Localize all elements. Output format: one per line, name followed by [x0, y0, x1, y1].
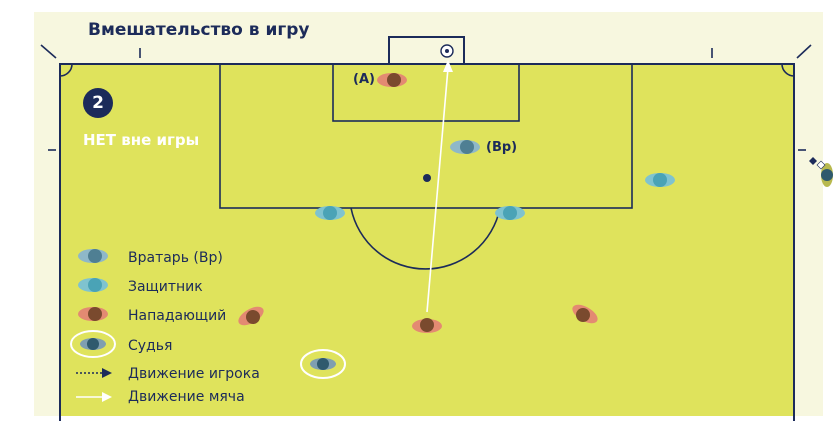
diagram-title: Вмешательство в игру: [88, 20, 310, 40]
corner-arc-right: [781, 63, 795, 77]
legend-label: Судья: [128, 338, 173, 354]
verdict-rest: вне игры: [116, 131, 200, 149]
legend-item: Защитник: [70, 278, 270, 298]
attacker-player: [572, 304, 598, 324]
goal-area: [332, 63, 520, 122]
legend-defender-icon: [78, 278, 108, 292]
legend-label: Нападающий: [128, 308, 227, 324]
legend-label: Защитник: [128, 279, 203, 295]
attacker-player: [238, 306, 264, 326]
corner-arc-left: [59, 63, 73, 77]
legend-dashed-arrow-icon: [76, 368, 112, 378]
legend-referee-icon: [70, 330, 116, 358]
legend-item: Движение игрока: [70, 365, 270, 385]
defender-player: [315, 206, 345, 220]
attacker-a-label: (A): [353, 72, 375, 87]
penalty-arc: [350, 207, 501, 270]
verdict-text: НЕТ вне игры: [83, 131, 199, 149]
legend-goalkeeper-icon: [78, 249, 108, 263]
legend-item: Вратарь (Вр): [70, 249, 270, 269]
penalty-spot: [423, 174, 431, 182]
defender-player: [645, 173, 675, 187]
referee-player: [300, 349, 346, 379]
legend-item: Нападающий: [70, 307, 270, 327]
defender-player: [495, 206, 525, 220]
ball-icon: [440, 44, 454, 58]
corner-tick-left: [40, 44, 57, 59]
ball-path-line: [426, 67, 449, 313]
attacker-player: [412, 318, 442, 333]
goalkeeper-player: [450, 140, 480, 154]
ball-path-arrowhead: [443, 60, 453, 72]
corner-tick-right: [796, 44, 812, 59]
legend-label: Движение мяча: [128, 389, 245, 405]
attacker-a-player: [377, 73, 407, 87]
legend-solid-arrow-icon: [76, 392, 112, 402]
assistant-referee: [809, 157, 833, 187]
goalkeeper-label: (Вр): [486, 140, 518, 155]
legend-label: Движение игрока: [128, 366, 260, 382]
legend-attacker-icon: [78, 307, 108, 321]
pitch-area: [60, 64, 794, 416]
verdict-strong: НЕТ: [83, 131, 117, 149]
legend-item: Судья: [70, 337, 270, 357]
legend-label: Вратарь (Вр): [128, 250, 223, 266]
scenario-number-badge: 2: [83, 88, 113, 118]
legend-item: Движение мяча: [70, 388, 270, 408]
